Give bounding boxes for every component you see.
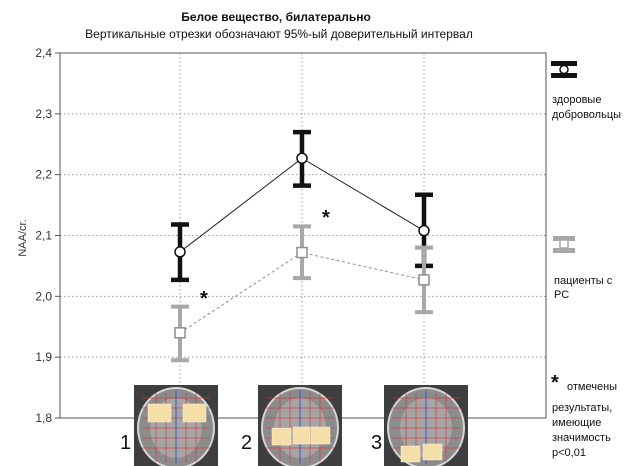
roi-box [422,443,443,461]
chart-title: Белое вещество, билатерально [181,10,371,24]
gridlines [60,53,546,423]
category-label: 3 [371,432,382,454]
y-tick-label: 2,1 [35,229,52,243]
y-axis-label: NAA/cr. [17,219,29,256]
legend-patients: пациенты с РС [553,236,613,301]
significance-note-line2: результаты, [552,402,612,414]
mri-thumbnail-2 [258,385,342,466]
roi-box [310,426,331,445]
legend-healthy-symbol [551,61,577,78]
y-tick-label: 1,9 [35,350,52,364]
roi-box [400,445,421,463]
significance-note-line4: значимость [552,432,611,444]
chart-subtitle: Вертикальные отрезки обозначают 95%-ый д… [85,27,473,41]
mri-thumbnails [134,385,468,466]
significance-stars: ** [200,207,330,310]
significance-note-line5: р<0,01 [552,447,586,459]
category-label: 2 [241,432,252,454]
y-tick-label: 2,2 [35,168,52,182]
y-tick-label: 2,4 [35,46,52,60]
roi-box [271,427,292,446]
significance-note: * отмечены результаты, имеющие значимост… [551,372,617,459]
data-point [296,246,308,259]
category-labels: 1 2 3 [120,432,382,454]
significance-note-star: * [551,372,559,394]
roi-box [292,426,311,445]
significance-note-line3: имеющие [552,417,601,429]
legend-healthy: здоровые добровольцы [551,61,621,121]
significance-star: * [200,288,208,310]
y-tick-label: 1,8 [35,411,52,425]
data-point [174,246,186,258]
roi-box [182,403,207,423]
data-point [174,327,186,339]
category-label: 1 [120,432,131,454]
y-tick-labels: 1,8 1,9 2,0 2,1 2,2 2,3 2,4 [35,46,60,425]
y-tick-label: 2,3 [35,107,52,121]
data-point [296,152,308,164]
legend-patients-symbol [553,236,575,253]
legend-patients-line2: РС [554,289,569,301]
significance-star: * [322,207,330,229]
legend-patients-line1: пациенты с [554,275,613,287]
roi-box [147,403,172,423]
mri-thumbnail-3 [384,385,468,466]
y-tick-label: 2,0 [35,289,52,303]
data-point [418,274,430,286]
data-point [418,224,430,237]
legend-healthy-line2: добровольцы [552,109,621,121]
significance-note-line1: отмечены [567,381,617,393]
series-patients [171,224,433,363]
series-group [171,129,433,363]
legend-healthy-line1: здоровые [552,94,601,106]
mri-thumbnail-1 [134,385,218,466]
